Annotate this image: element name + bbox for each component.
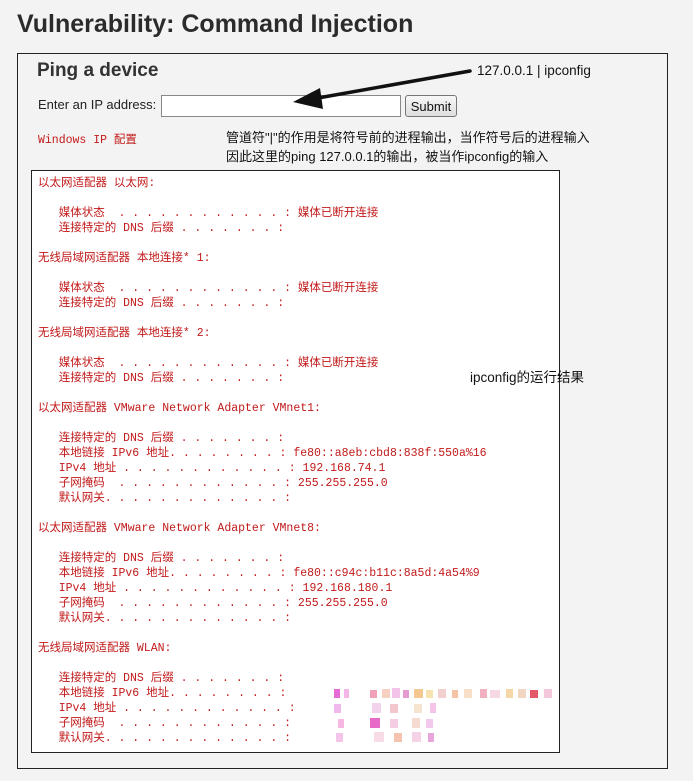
output-line: 媒体状态 . . . . . . . . . . . . : 媒体已断开连接: [38, 357, 379, 370]
page-title: Vulnerability: Command Injection: [17, 10, 414, 38]
windows-ip-config-header: Windows IP 配置: [38, 134, 137, 147]
command-output-box: 以太网适配器 以太网: 媒体状态 . . . . . . . . . . . .…: [31, 170, 560, 753]
output-line: 媒体状态 . . . . . . . . . . . . : 媒体已断开连接: [38, 207, 379, 220]
output-line: 本地链接 IPv6 地址. . . . . . . . :: [38, 687, 287, 700]
output-line: 本地链接 IPv6 地址. . . . . . . . : fe80::a8eb…: [38, 447, 487, 460]
output-line: 子网掩码 . . . . . . . . . . . . : 255.255.2…: [38, 597, 388, 610]
output-line: 默认网关. . . . . . . . . . . . . :: [38, 612, 292, 625]
output-line: 以太网适配器 VMware Network Adapter VMnet1:: [38, 402, 321, 415]
output-line: 连接特定的 DNS 后缀 . . . . . . . :: [38, 222, 285, 235]
redacted-mosaic: [330, 685, 560, 747]
output-line: 媒体状态 . . . . . . . . . . . . : 媒体已断开连接: [38, 282, 379, 295]
output-line: 连接特定的 DNS 后缀 . . . . . . . :: [38, 372, 285, 385]
output-line: 以太网适配器 以太网:: [38, 177, 156, 190]
output-line: 无线局域网适配器 本地连接* 1:: [38, 252, 211, 265]
pipe-note-line-1: 管道符"|"的作用是将符号前的进程输出，当作符号后的进程输入: [226, 130, 590, 145]
output-line: 连接特定的 DNS 后缀 . . . . . . . :: [38, 672, 285, 685]
output-line: 子网掩码 . . . . . . . . . . . . :: [38, 717, 292, 730]
section-heading: Ping a device: [37, 60, 159, 81]
output-line: 连接特定的 DNS 后缀 . . . . . . . :: [38, 552, 285, 565]
output-line: 连接特定的 DNS 后缀 . . . . . . . :: [38, 297, 285, 310]
ip-address-input[interactable]: [161, 95, 401, 117]
payload-annotation: 127.0.0.1 | ipconfig: [477, 63, 591, 78]
pipe-note-line-2: 因此这里的ping 127.0.0.1的输出，被当作ipconfig的输入: [226, 149, 549, 164]
output-line: 默认网关. . . . . . . . . . . . . :: [38, 732, 292, 745]
output-line: 默认网关. . . . . . . . . . . . . :: [38, 492, 292, 505]
output-line: 无线局域网适配器 本地连接* 2:: [38, 327, 211, 340]
output-line: 以太网适配器 VMware Network Adapter VMnet8:: [38, 522, 321, 535]
output-line: IPv4 地址 . . . . . . . . . . . . :: [38, 702, 296, 715]
result-annotation: ipconfig的运行结果: [470, 370, 585, 385]
output-line: 子网掩码 . . . . . . . . . . . . : 255.255.2…: [38, 477, 388, 490]
ip-address-label: Enter an IP address:: [38, 97, 157, 112]
submit-button[interactable]: Submit: [405, 95, 457, 117]
output-line: IPv4 地址 . . . . . . . . . . . . : 192.16…: [38, 582, 393, 595]
output-line: 本地链接 IPv6 地址. . . . . . . . : fe80::c94c…: [38, 567, 480, 580]
output-line: IPv4 地址 . . . . . . . . . . . . : 192.16…: [38, 462, 386, 475]
output-line: 无线局域网适配器 WLAN:: [38, 642, 172, 655]
output-line: 连接特定的 DNS 后缀 . . . . . . . :: [38, 432, 285, 445]
